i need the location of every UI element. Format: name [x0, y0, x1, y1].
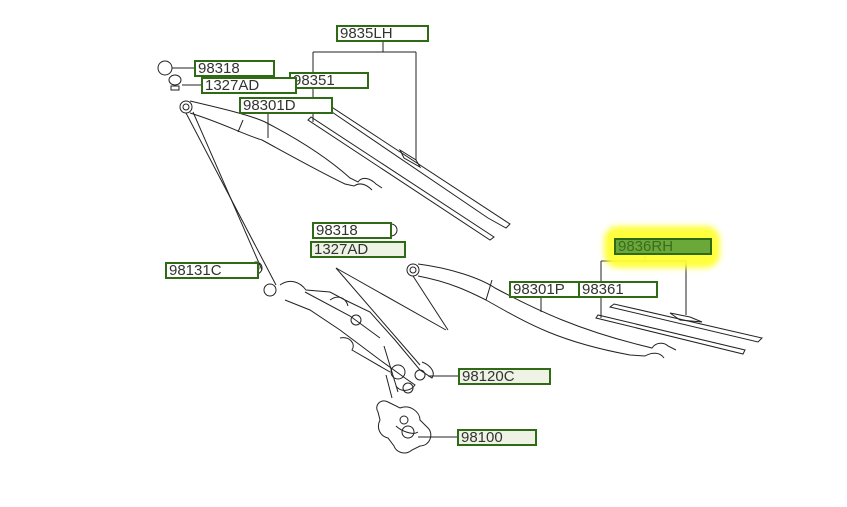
label-1327AD-top[interactable]: 1327AD: [201, 77, 297, 94]
wiper-linkage-icon: [263, 280, 434, 394]
label-98318-top[interactable]: 98318: [194, 60, 275, 77]
label-98131C[interactable]: 98131C: [165, 262, 259, 279]
label-9835LH[interactable]: 9835LH: [336, 25, 429, 42]
label-9836RH[interactable]: 9836RH: [614, 238, 712, 255]
label-98100[interactable]: 98100: [457, 429, 537, 446]
wiper-blade-right-icon: [595, 303, 763, 355]
wiper-arm-right-icon: [406, 263, 677, 359]
nut-1327AD-top-icon: [168, 74, 182, 91]
label-98301D[interactable]: 98301D: [239, 97, 333, 114]
wiper-arm-left-icon: [179, 100, 383, 191]
label-98120C[interactable]: 98120C: [458, 368, 551, 385]
leader-9835LH: [312, 42, 417, 160]
label-98301P[interactable]: 98301P: [509, 281, 589, 298]
wiper-blade-left-icon: [307, 105, 511, 241]
label-98361[interactable]: 98361: [578, 281, 658, 298]
label-98351[interactable]: 98351: [289, 72, 369, 89]
wiper-motor-icon: [376, 400, 432, 454]
label-1327AD-mid[interactable]: 1327AD: [310, 241, 406, 258]
washer-98318-top-icon: [157, 60, 173, 76]
label-98318-mid[interactable]: 98318: [312, 222, 392, 239]
